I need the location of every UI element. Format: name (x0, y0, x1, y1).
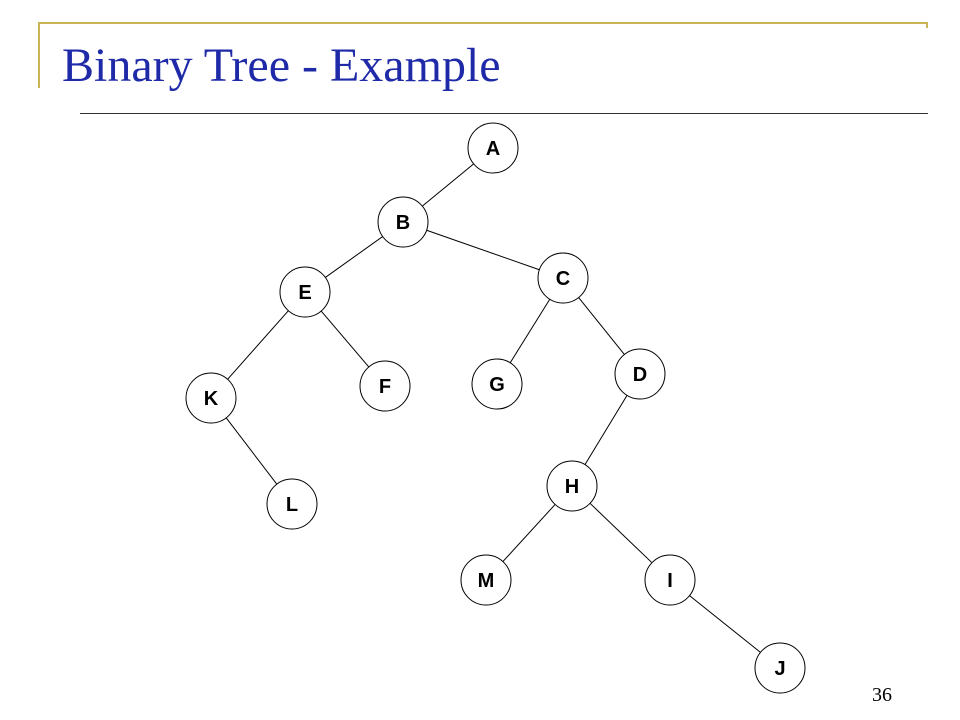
node-g-circle (471, 358, 523, 410)
node-m: M (460, 554, 512, 606)
node-i-circle (644, 554, 696, 606)
node-b-circle (377, 196, 429, 248)
node-f-circle (359, 360, 411, 412)
node-a: A (467, 122, 519, 174)
node-j-label: J (774, 658, 785, 680)
edge-a-b (421, 163, 475, 207)
node-f: F (359, 360, 411, 412)
node-l-label: L (286, 494, 298, 516)
edge-b-e (325, 236, 383, 278)
node-e-circle (279, 266, 331, 318)
node-g-label: G (489, 374, 505, 396)
node-d-circle (614, 348, 666, 400)
edge-c-g (509, 298, 551, 364)
node-a-label: A (486, 138, 500, 160)
node-k-circle (185, 372, 237, 424)
node-g: G (471, 358, 523, 410)
slide-frame-top-accent (38, 22, 928, 24)
node-b-label: B (396, 212, 410, 234)
tree-edges (225, 163, 761, 653)
node-f-label: F (379, 376, 391, 398)
node-e-label: E (298, 282, 311, 304)
node-m-label: M (478, 570, 495, 592)
slide-frame-right-accent (926, 22, 928, 28)
node-j-circle (754, 642, 806, 694)
node-c-label: C (556, 268, 570, 290)
node-j: J (754, 642, 806, 694)
node-e: E (279, 266, 331, 318)
node-k-label: K (204, 388, 219, 410)
node-l-circle (266, 478, 318, 530)
tree-nodes: A B C D E F G H I J K L M (185, 122, 806, 694)
node-i: I (644, 554, 696, 606)
node-c-circle (537, 252, 589, 304)
node-m-circle (460, 554, 512, 606)
edge-h-i (589, 502, 653, 564)
node-k: K (185, 372, 237, 424)
node-h: H (546, 460, 598, 512)
edge-c-d (578, 297, 625, 355)
edge-i-j (689, 595, 761, 653)
node-d-label: D (633, 364, 647, 386)
page-number: 36 (872, 684, 892, 706)
node-h-label: H (565, 476, 579, 498)
title-underline (80, 113, 928, 114)
slide-title: Binary Tree - Example (62, 39, 501, 92)
node-i-label: I (667, 570, 673, 592)
node-a-circle (467, 122, 519, 174)
edge-e-k (227, 310, 289, 380)
node-l: L (266, 478, 318, 530)
node-c: C (537, 252, 589, 304)
node-h-circle (546, 460, 598, 512)
node-d: D (614, 348, 666, 400)
edge-b-c (426, 229, 540, 271)
slide-frame-left-accent (38, 22, 40, 88)
node-b: B (377, 196, 429, 248)
edge-d-h (584, 395, 628, 465)
edge-h-m (502, 504, 556, 562)
edge-e-f (320, 310, 370, 368)
edge-k-l (225, 417, 278, 485)
